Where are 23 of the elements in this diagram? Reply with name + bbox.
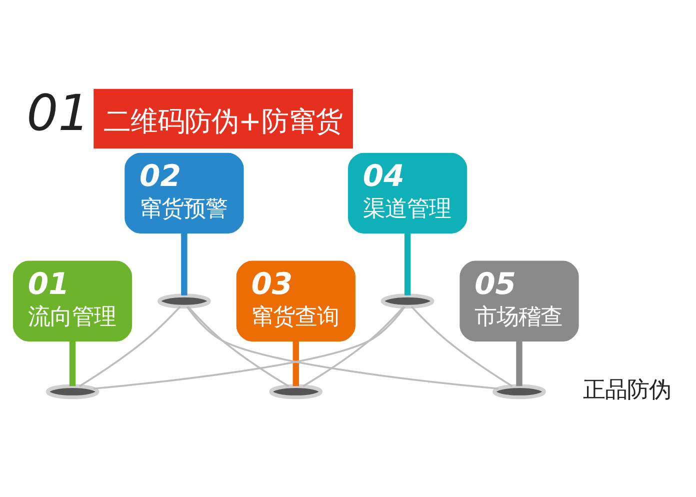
connector — [93, 306, 406, 390]
diagram-title: 01 二维码防伪+防窜货 — [26, 83, 342, 142]
node-ellipse — [158, 293, 211, 308]
connector — [69, 340, 76, 386]
node-ellipse — [269, 384, 323, 399]
connector — [516, 340, 522, 386]
node-box: 02 窜货预警 — [124, 152, 244, 233]
node-ellipse — [46, 384, 100, 399]
node-box: 05 市场稽查 — [460, 260, 579, 341]
connector — [292, 340, 299, 386]
connector — [187, 306, 290, 387]
label: 正品防伪 — [583, 376, 672, 403]
node-box: 03 窜货查询 — [236, 260, 356, 341]
connector — [186, 306, 498, 390]
connector — [404, 232, 411, 295]
node-box: 04 渠道管理 — [348, 152, 468, 233]
node-box: 01 流向管理 — [12, 260, 132, 341]
node-ellipse — [492, 384, 546, 399]
connector — [302, 306, 404, 387]
connector — [79, 306, 181, 386]
node-ellipse — [380, 293, 434, 308]
connector — [410, 306, 513, 386]
connector — [181, 232, 188, 295]
